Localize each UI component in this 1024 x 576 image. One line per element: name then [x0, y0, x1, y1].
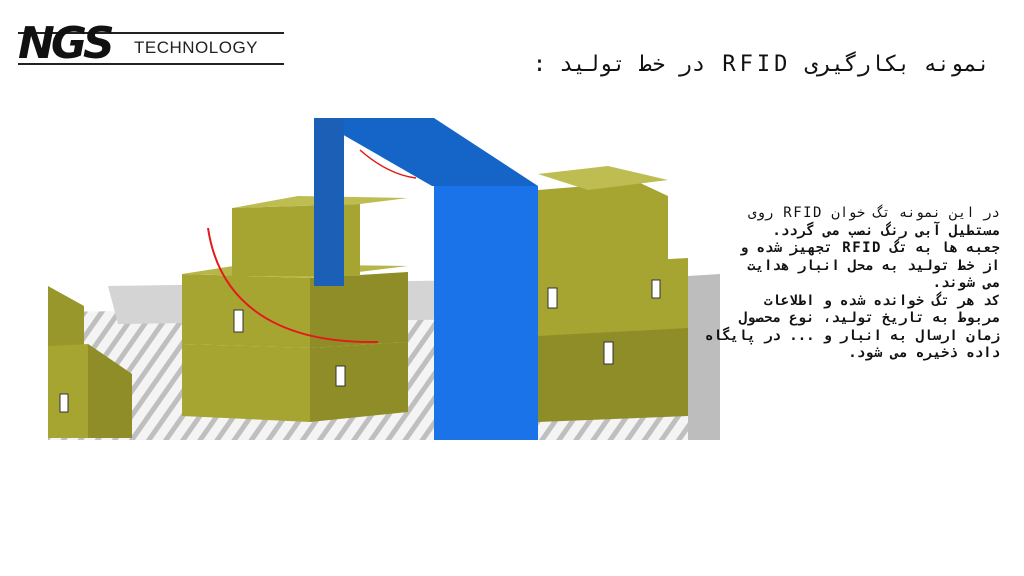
rfid-read-field-arc-left — [207, 227, 379, 344]
description-line: زمان ارسال به انبار و ... در پایگاه — [704, 327, 1000, 344]
logo-mark: NGS — [18, 18, 115, 69]
description-line: داده ذخیره می شود. — [848, 345, 1000, 361]
description-line: کد هر تگ خوانده شده و اطلاعات — [763, 292, 1000, 309]
description-line: در این نمونه تگ خوان RFID روی — [748, 205, 1000, 221]
description-line: از خط تولید به محل انبار هدایت — [747, 257, 1000, 274]
box-left-edge — [48, 286, 132, 438]
description-line: مربوط به تاریخ تولید، نوع محصول — [738, 310, 1000, 326]
description-line: مستطیل آبی رنگ نصب می گردد. — [772, 222, 1000, 239]
rfid-read-field-arc-top — [359, 149, 417, 179]
box-stack-right — [538, 166, 688, 422]
rfid-reader-gate — [314, 118, 538, 440]
logo-rule-bottom — [18, 63, 284, 65]
box-stack-center — [182, 196, 408, 422]
logo-tagline: TECHNOLOGY — [134, 38, 259, 57]
logo-rule-top — [18, 32, 284, 34]
ngs-logo: NGS TECHNOLOGY — [18, 22, 286, 70]
description-text: در این نمونه تگ خوان RFID روی مستطیل آبی… — [600, 205, 1000, 363]
slide-title: نمونه بکارگیری RFID در خط تولید : — [532, 52, 990, 77]
description-line: جعبه ها به تگ RFID تجهیز شده و — [739, 240, 1000, 256]
rfid-production-line-illustration — [48, 118, 720, 440]
description-line: می شوند. — [932, 275, 1000, 291]
